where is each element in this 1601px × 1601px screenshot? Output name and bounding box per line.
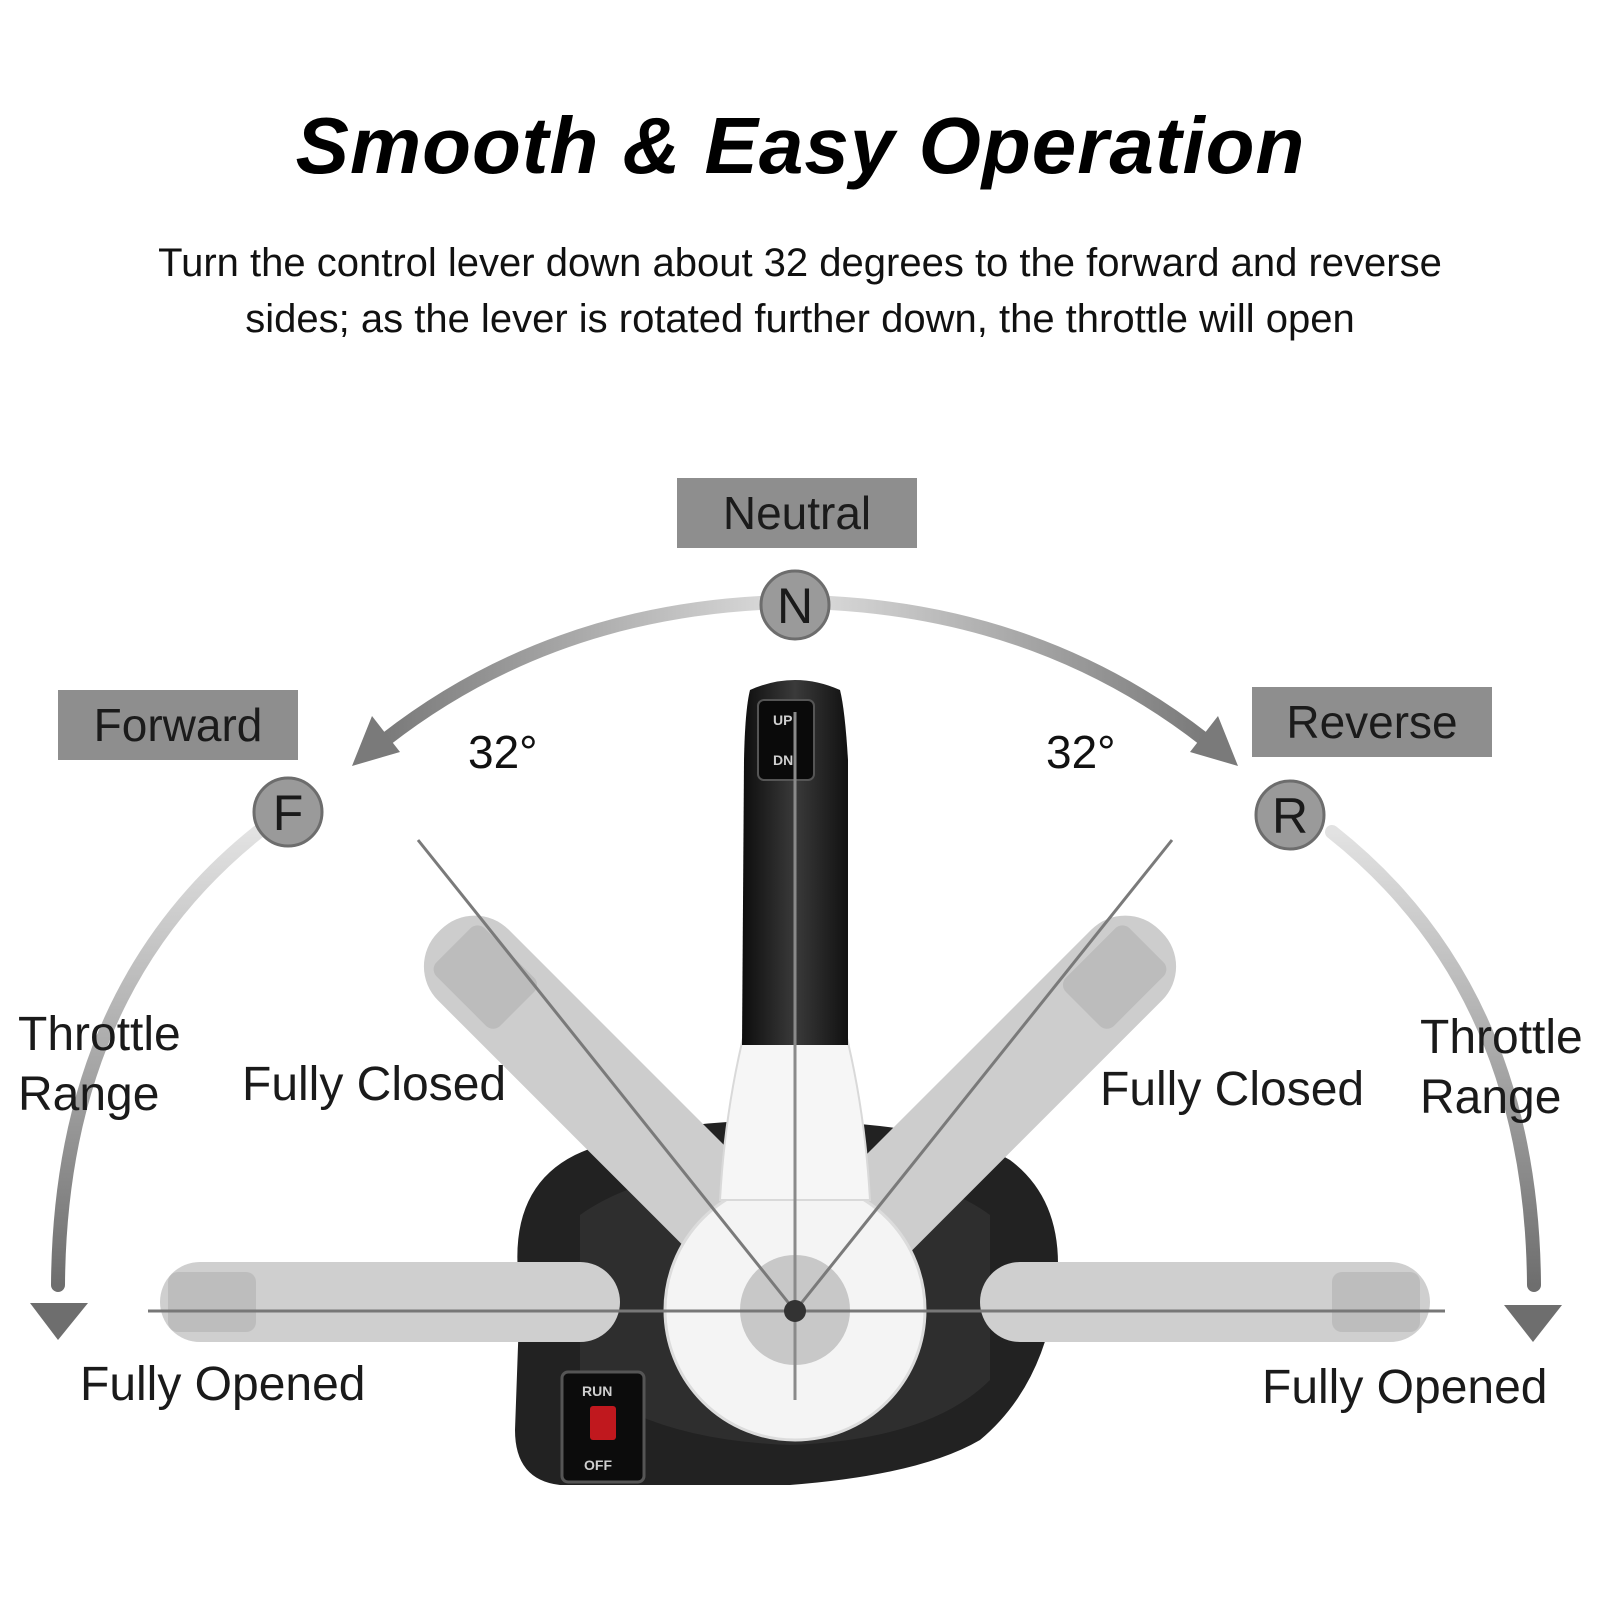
throttle-left-line-1: Throttle [18, 1008, 181, 1061]
throttle-right-line-2: Range [1420, 1071, 1562, 1124]
subtitle-line-2: sides; as the lever is rotated further d… [245, 297, 1355, 341]
tag-neutral: Neutral [677, 478, 917, 548]
throttle-range-arc-left [51, 825, 265, 1292]
arrow-down-left-icon [30, 1303, 88, 1340]
angle-left: 32° [468, 726, 538, 778]
throttle-range-left: Throttle Range [18, 1005, 181, 1125]
lever-fully-opened-left [160, 1262, 620, 1342]
arc-neutral-to-forward [378, 596, 767, 747]
off-label: OFF [584, 1457, 612, 1473]
position-neutral-marker: N [759, 569, 831, 641]
position-forward-letter: F [273, 785, 304, 841]
throttle-left-line-2: Range [18, 1068, 160, 1121]
position-neutral-letter: N [777, 578, 813, 634]
position-reverse-marker: R [1254, 779, 1326, 851]
switch-red-icon [590, 1406, 616, 1440]
arc-neutral-to-reverse [823, 596, 1212, 747]
fully-closed-left: Fully Closed [242, 1058, 507, 1111]
arrow-forward-icon [352, 716, 400, 766]
lever-fully-opened-right [980, 1262, 1430, 1342]
trim-up-label: UP [773, 712, 792, 728]
forward-axis-line [416, 839, 797, 1312]
arrow-down-right-icon [1504, 1305, 1562, 1342]
subtitle-line-1: Turn the control lever down about 32 deg… [158, 241, 1442, 285]
page-title: Smooth & Easy Operation [295, 101, 1306, 190]
throttle-right-line-1: Throttle [1420, 1011, 1583, 1064]
reverse-axis-line [793, 839, 1174, 1312]
position-forward-marker: F [252, 776, 324, 848]
pivot-point [784, 1300, 806, 1322]
fully-opened-left: Fully Opened [80, 1358, 366, 1411]
subtitle: Turn the control lever down about 32 deg… [100, 235, 1500, 347]
lever-trim-switch [757, 699, 815, 781]
angle-right: 32° [1046, 726, 1116, 778]
arrow-reverse-icon [1190, 716, 1238, 766]
fully-closed-right: Fully Closed [1100, 1063, 1365, 1116]
throttle-range-arc-right [1325, 825, 1541, 1292]
trim-dn-label: DN [773, 752, 793, 768]
tag-reverse: Reverse [1252, 687, 1492, 757]
throttle-range-right: Throttle Range [1420, 1008, 1583, 1128]
fully-opened-right: Fully Opened [1262, 1361, 1548, 1414]
run-label: RUN [582, 1383, 612, 1399]
tag-forward: Forward [58, 690, 298, 760]
position-reverse-letter: R [1272, 788, 1308, 844]
